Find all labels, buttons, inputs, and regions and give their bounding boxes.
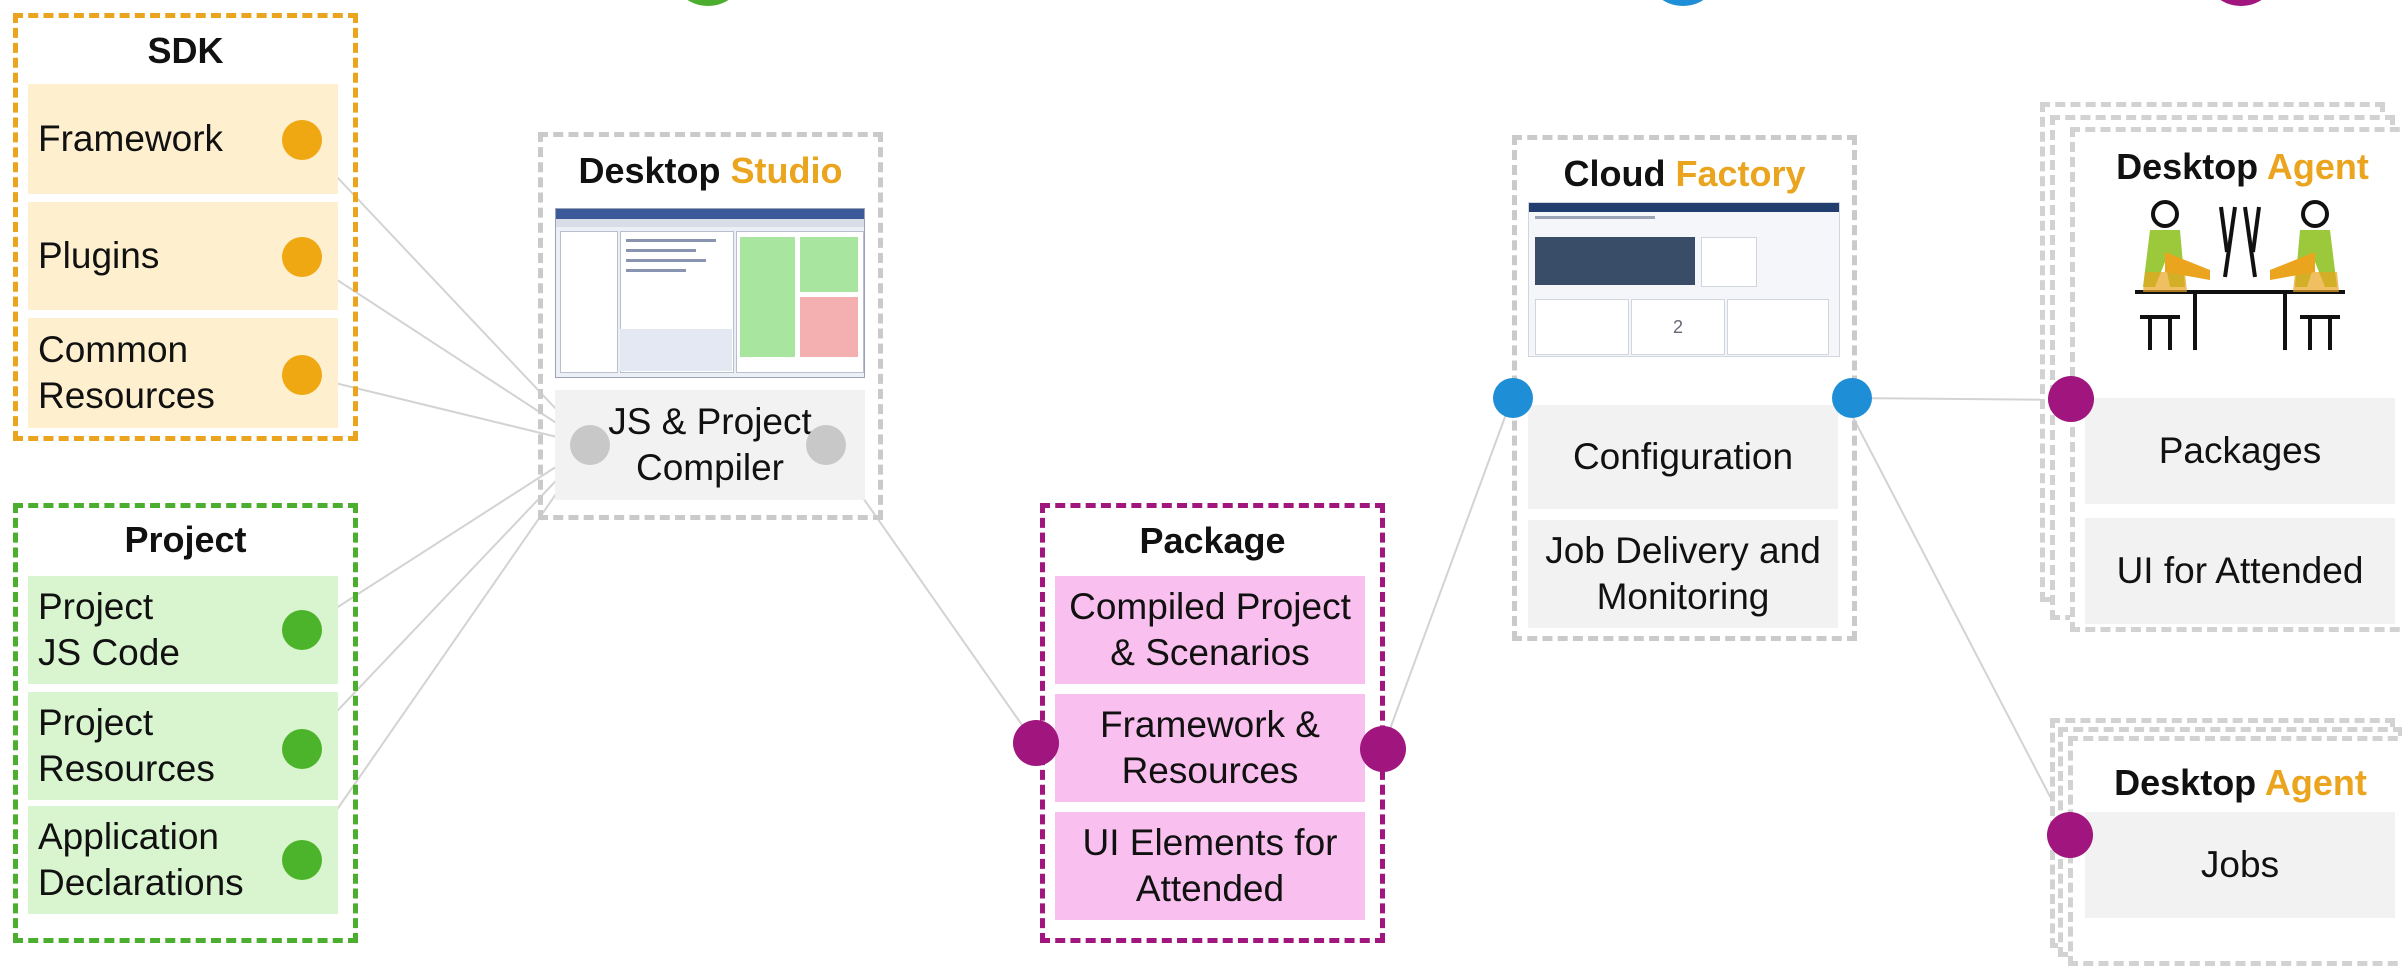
green-circle-partial bbox=[670, 0, 746, 6]
cloud-factory-item-configuration: Configuration bbox=[1528, 405, 1838, 509]
sdk-group bbox=[13, 13, 358, 441]
project-resources-port bbox=[282, 729, 322, 769]
package-title: Package bbox=[1139, 520, 1286, 561]
agent-attended-input-port bbox=[2048, 376, 2094, 422]
project-js-code-port bbox=[282, 610, 322, 650]
sdk-common-resources-port bbox=[282, 355, 322, 395]
compiler-output-port bbox=[806, 425, 846, 465]
agent-attended-title: Desktop Agent bbox=[2116, 146, 2369, 187]
package-item-framework-resources: Framework & Resources bbox=[1055, 694, 1365, 802]
desktop-studio-group bbox=[538, 132, 883, 520]
sdk-plugins-port bbox=[282, 237, 322, 277]
cloud-factory-output-port bbox=[1832, 378, 1872, 418]
compiler-input-port bbox=[570, 425, 610, 465]
two-people-at-desk-icon bbox=[2135, 200, 2345, 350]
sdk-framework-port bbox=[282, 120, 322, 160]
package-item-compiled-project: Compiled Project & Scenarios bbox=[1055, 576, 1365, 684]
agent-unattended-item-jobs: Jobs bbox=[2085, 812, 2395, 918]
agent-attended-item-packages: Packages bbox=[2085, 398, 2395, 504]
blue-circle-partial bbox=[1645, 0, 1721, 6]
cloud-factory-item-job-delivery: Job Delivery and Monitoring bbox=[1528, 520, 1838, 628]
dashboard-agent-count: 2 bbox=[1631, 299, 1725, 355]
desktop-studio-title: Desktop Studio bbox=[578, 150, 843, 191]
cloud-factory-title: Cloud Factory bbox=[1563, 153, 1806, 194]
agent-attended-item-ui-for-attended: UI for Attended bbox=[2085, 518, 2395, 624]
sdk-title: SDK bbox=[147, 30, 224, 71]
cloud-factory-dashboard-screenshot: 2 bbox=[1528, 202, 1840, 357]
sdk-item-plugins: Plugins bbox=[28, 202, 338, 310]
project-application-declarations-port bbox=[282, 840, 322, 880]
agent-unattended-title: Desktop Agent bbox=[2114, 762, 2367, 803]
package-input-port bbox=[1013, 720, 1059, 766]
package-output-port bbox=[1360, 726, 1406, 772]
purple-circle-partial bbox=[2203, 0, 2279, 6]
cloud-factory-input-port bbox=[1493, 378, 1533, 418]
ide-window-screenshot bbox=[555, 208, 865, 378]
package-item-ui-elements: UI Elements for Attended bbox=[1055, 812, 1365, 920]
agent-unattended-input-port bbox=[2047, 812, 2093, 858]
project-title: Project bbox=[124, 519, 247, 560]
